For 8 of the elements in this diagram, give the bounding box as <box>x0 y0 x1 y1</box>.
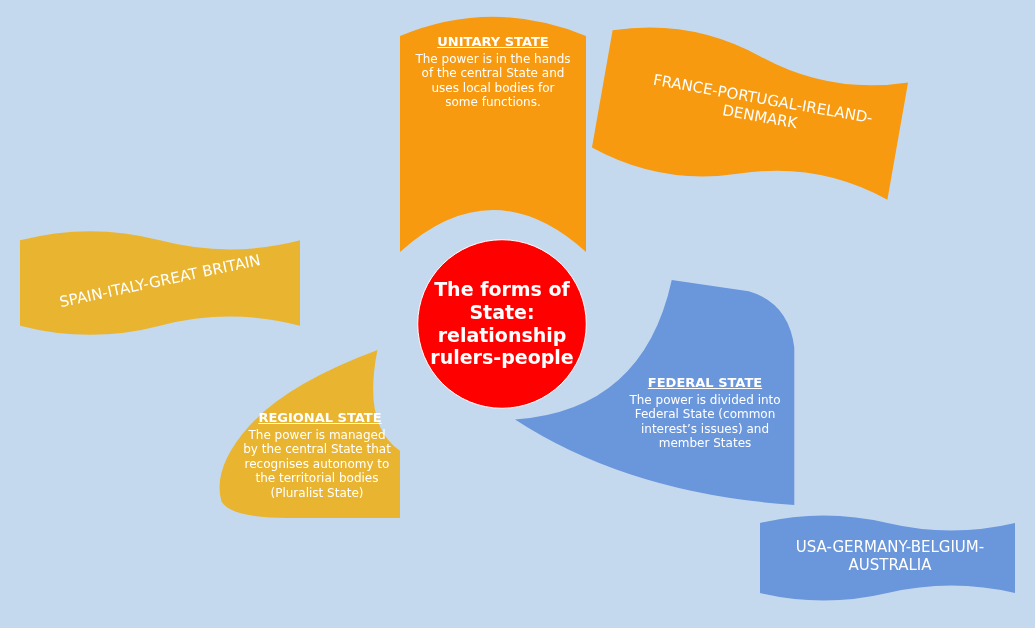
description-text: The power is divided into Federal State (common interest’s issues) and member States <box>628 393 782 451</box>
description-text: The power is managed by the central State that recognises autonomy to the territorial bodies (Pluralist State) <box>242 428 392 500</box>
description-text: The power is in the hands of the central State and uses local bodies for some functions. <box>414 52 572 110</box>
heading-text: UNITARY STATE <box>436 34 550 50</box>
banner-text: USA-GERMANY-BELGIUM-AUSTRALIA <box>794 538 986 574</box>
heading-text: FEDERAL STATE <box>646 375 764 391</box>
central-circle <box>416 238 588 410</box>
title-text: The forms of State: relationship rulers-people <box>429 278 575 370</box>
